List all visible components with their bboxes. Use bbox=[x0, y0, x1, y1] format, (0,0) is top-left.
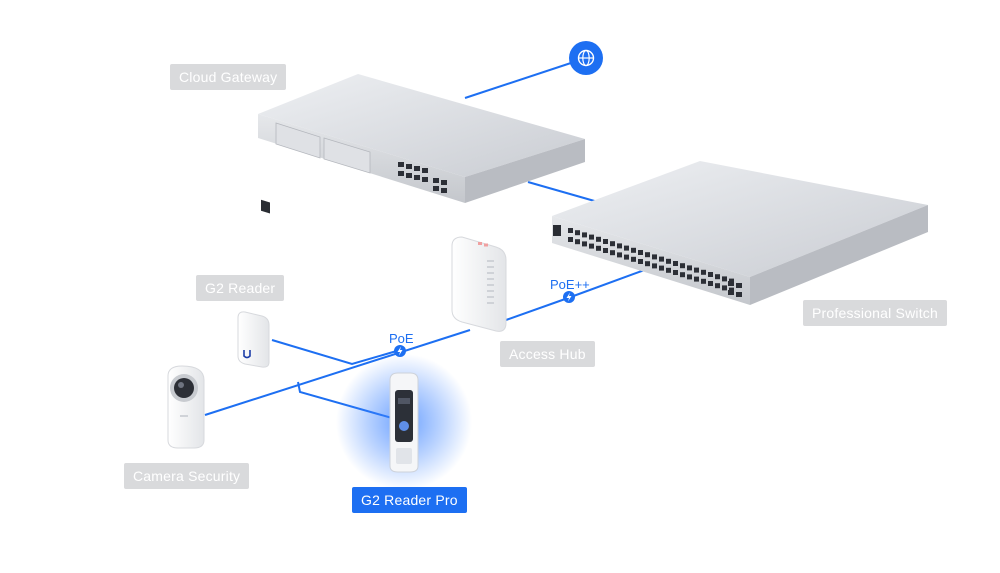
professional-switch-device bbox=[552, 161, 928, 305]
switch-port bbox=[596, 236, 601, 242]
poe-plus-label: PoE++ bbox=[550, 277, 590, 292]
switch-port bbox=[645, 252, 650, 258]
switch-port bbox=[701, 269, 706, 275]
label-g2-reader-pro: G2 Reader Pro bbox=[352, 487, 467, 513]
switch-port bbox=[589, 243, 594, 249]
switch-port bbox=[610, 241, 615, 247]
switch-port bbox=[589, 234, 594, 240]
switch-port bbox=[617, 252, 622, 258]
switch-port bbox=[659, 265, 664, 271]
switch-port bbox=[715, 274, 720, 280]
switch-port bbox=[645, 261, 650, 267]
switch-port bbox=[666, 258, 671, 264]
switch-port bbox=[624, 254, 629, 260]
switch-port bbox=[659, 256, 664, 262]
link-gateway-internet bbox=[464, 57, 587, 99]
switch-port bbox=[715, 283, 720, 289]
globe-icon bbox=[569, 41, 603, 75]
switch-port bbox=[687, 274, 692, 280]
camera-device bbox=[167, 365, 205, 449]
link-gateway-switch bbox=[527, 181, 599, 203]
label-professional-switch: Professional Switch bbox=[803, 300, 947, 326]
switch-port bbox=[582, 241, 587, 247]
switch-port bbox=[680, 272, 685, 278]
switch-port bbox=[722, 276, 727, 282]
switch-port bbox=[687, 265, 692, 271]
cloud-gateway-device bbox=[258, 74, 585, 214]
switch-ports bbox=[568, 228, 734, 293]
switch-port bbox=[680, 263, 685, 269]
switch-port bbox=[596, 245, 601, 251]
switch-port bbox=[582, 232, 587, 238]
link-reader-branch bbox=[271, 339, 401, 366]
switch-port bbox=[638, 259, 643, 264]
label-access-hub: Access Hub bbox=[500, 341, 595, 367]
poe-label: PoE bbox=[389, 331, 414, 346]
switch-port bbox=[603, 248, 608, 253]
switch-port bbox=[652, 263, 657, 269]
switch-port bbox=[673, 261, 678, 266]
g2-reader-pro-device bbox=[336, 354, 472, 490]
switch-port bbox=[568, 228, 573, 233]
switch-port bbox=[652, 254, 657, 260]
switch-port bbox=[694, 276, 699, 282]
switch-port bbox=[638, 250, 643, 255]
switch-port bbox=[617, 243, 622, 249]
bolt-icon bbox=[394, 345, 406, 357]
switch-port bbox=[631, 247, 636, 253]
switch-port bbox=[575, 230, 580, 236]
switch-port bbox=[610, 250, 615, 256]
switch-port bbox=[708, 281, 713, 286]
g2-reader-device bbox=[237, 311, 270, 368]
switch-port bbox=[722, 285, 727, 291]
switch-port bbox=[708, 272, 713, 277]
switch-port bbox=[603, 239, 608, 244]
bolt-icon bbox=[563, 291, 575, 303]
switch-port bbox=[694, 267, 699, 273]
label-camera-security: Camera Security bbox=[124, 463, 250, 489]
link-hub-devices bbox=[204, 329, 471, 416]
label-g2-reader: G2 Reader bbox=[196, 275, 285, 301]
switch-port bbox=[568, 237, 573, 242]
switch-port bbox=[624, 245, 629, 251]
switch-port bbox=[631, 256, 636, 262]
switch-port bbox=[666, 267, 671, 273]
label-cloud-gateway: Cloud Gateway bbox=[170, 64, 287, 90]
switch-port bbox=[701, 278, 706, 284]
switch-port bbox=[575, 239, 580, 245]
link-switch-hub bbox=[505, 267, 651, 321]
switch-port bbox=[673, 270, 678, 275]
access-hub-device bbox=[451, 236, 507, 332]
